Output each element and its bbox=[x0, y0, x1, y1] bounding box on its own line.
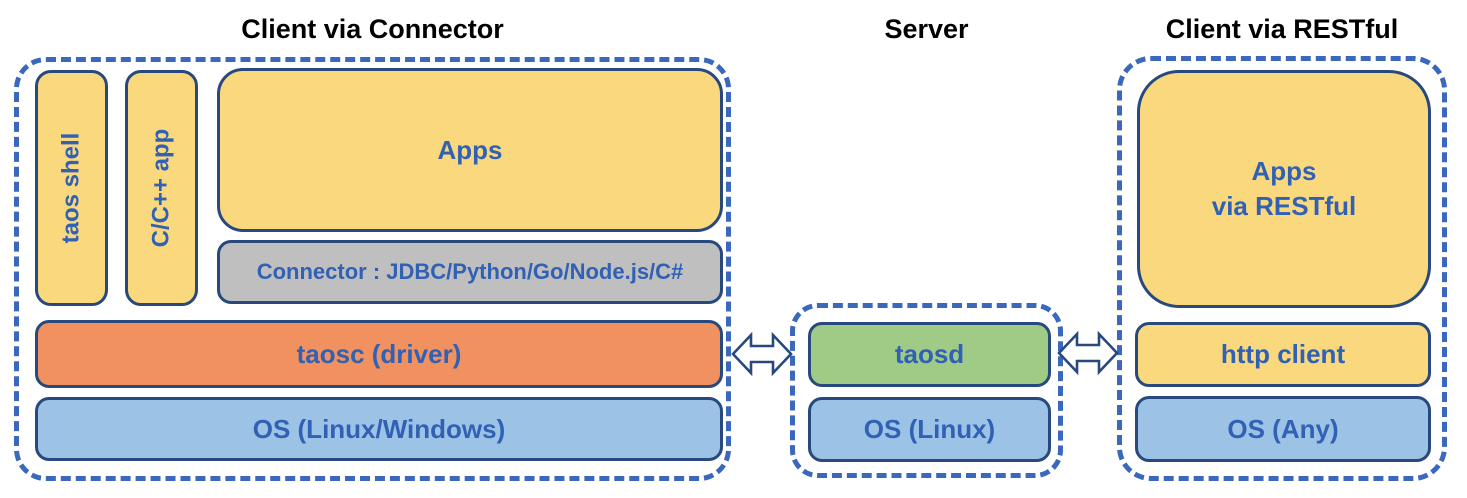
connector-label: Connector : JDBC/Python/Go/Node.js/C# bbox=[256, 259, 684, 284]
os-any-box: OS (Any) bbox=[1135, 396, 1431, 462]
cpp-app-box: C/C++ app bbox=[125, 70, 198, 306]
taos-shell-box: taos shell bbox=[35, 70, 108, 306]
apps-box: Apps bbox=[217, 68, 723, 232]
server-group bbox=[790, 303, 1063, 478]
taosd-box: taosd bbox=[808, 322, 1051, 387]
os-linux-label: OS (Linux) bbox=[863, 414, 996, 444]
taosc-driver-label: taosc (driver) bbox=[296, 338, 462, 369]
taosc-driver-box: taosc (driver) bbox=[35, 320, 723, 388]
taos-shell-label: taos shell bbox=[57, 132, 85, 244]
taosd-label: taosd bbox=[894, 339, 965, 369]
apps-via-restful-label-line1: Apps bbox=[1251, 155, 1317, 186]
os-linux-windows-box: OS (Linux/Windows) bbox=[35, 397, 723, 461]
os-any-label: OS (Any) bbox=[1227, 413, 1339, 444]
client-restful-group bbox=[1117, 56, 1447, 481]
os-linux-box: OS (Linux) bbox=[808, 397, 1051, 462]
section-title-server: Server bbox=[884, 14, 969, 44]
apps-label: Apps bbox=[437, 134, 503, 165]
http-client-box: http client bbox=[1135, 322, 1431, 387]
cpp-app-label: C/C++ app bbox=[147, 128, 175, 248]
double-arrow-icon bbox=[1057, 330, 1119, 376]
section-title-client-via-restful: Client via RESTful bbox=[1165, 14, 1399, 44]
apps-via-restful-label-line2: via RESTful bbox=[1211, 191, 1357, 221]
http-client-label: http client bbox=[1220, 339, 1346, 369]
os-linux-windows-label: OS (Linux/Windows) bbox=[252, 413, 506, 444]
connector-box: Connector : JDBC/Python/Go/Node.js/C# bbox=[217, 240, 723, 304]
apps-via-restful-box: Apps via RESTful bbox=[1137, 70, 1431, 308]
section-title-client-via-connector: Client via Connector bbox=[241, 14, 504, 44]
double-arrow-icon bbox=[731, 331, 793, 377]
client-connector-group bbox=[14, 57, 731, 481]
